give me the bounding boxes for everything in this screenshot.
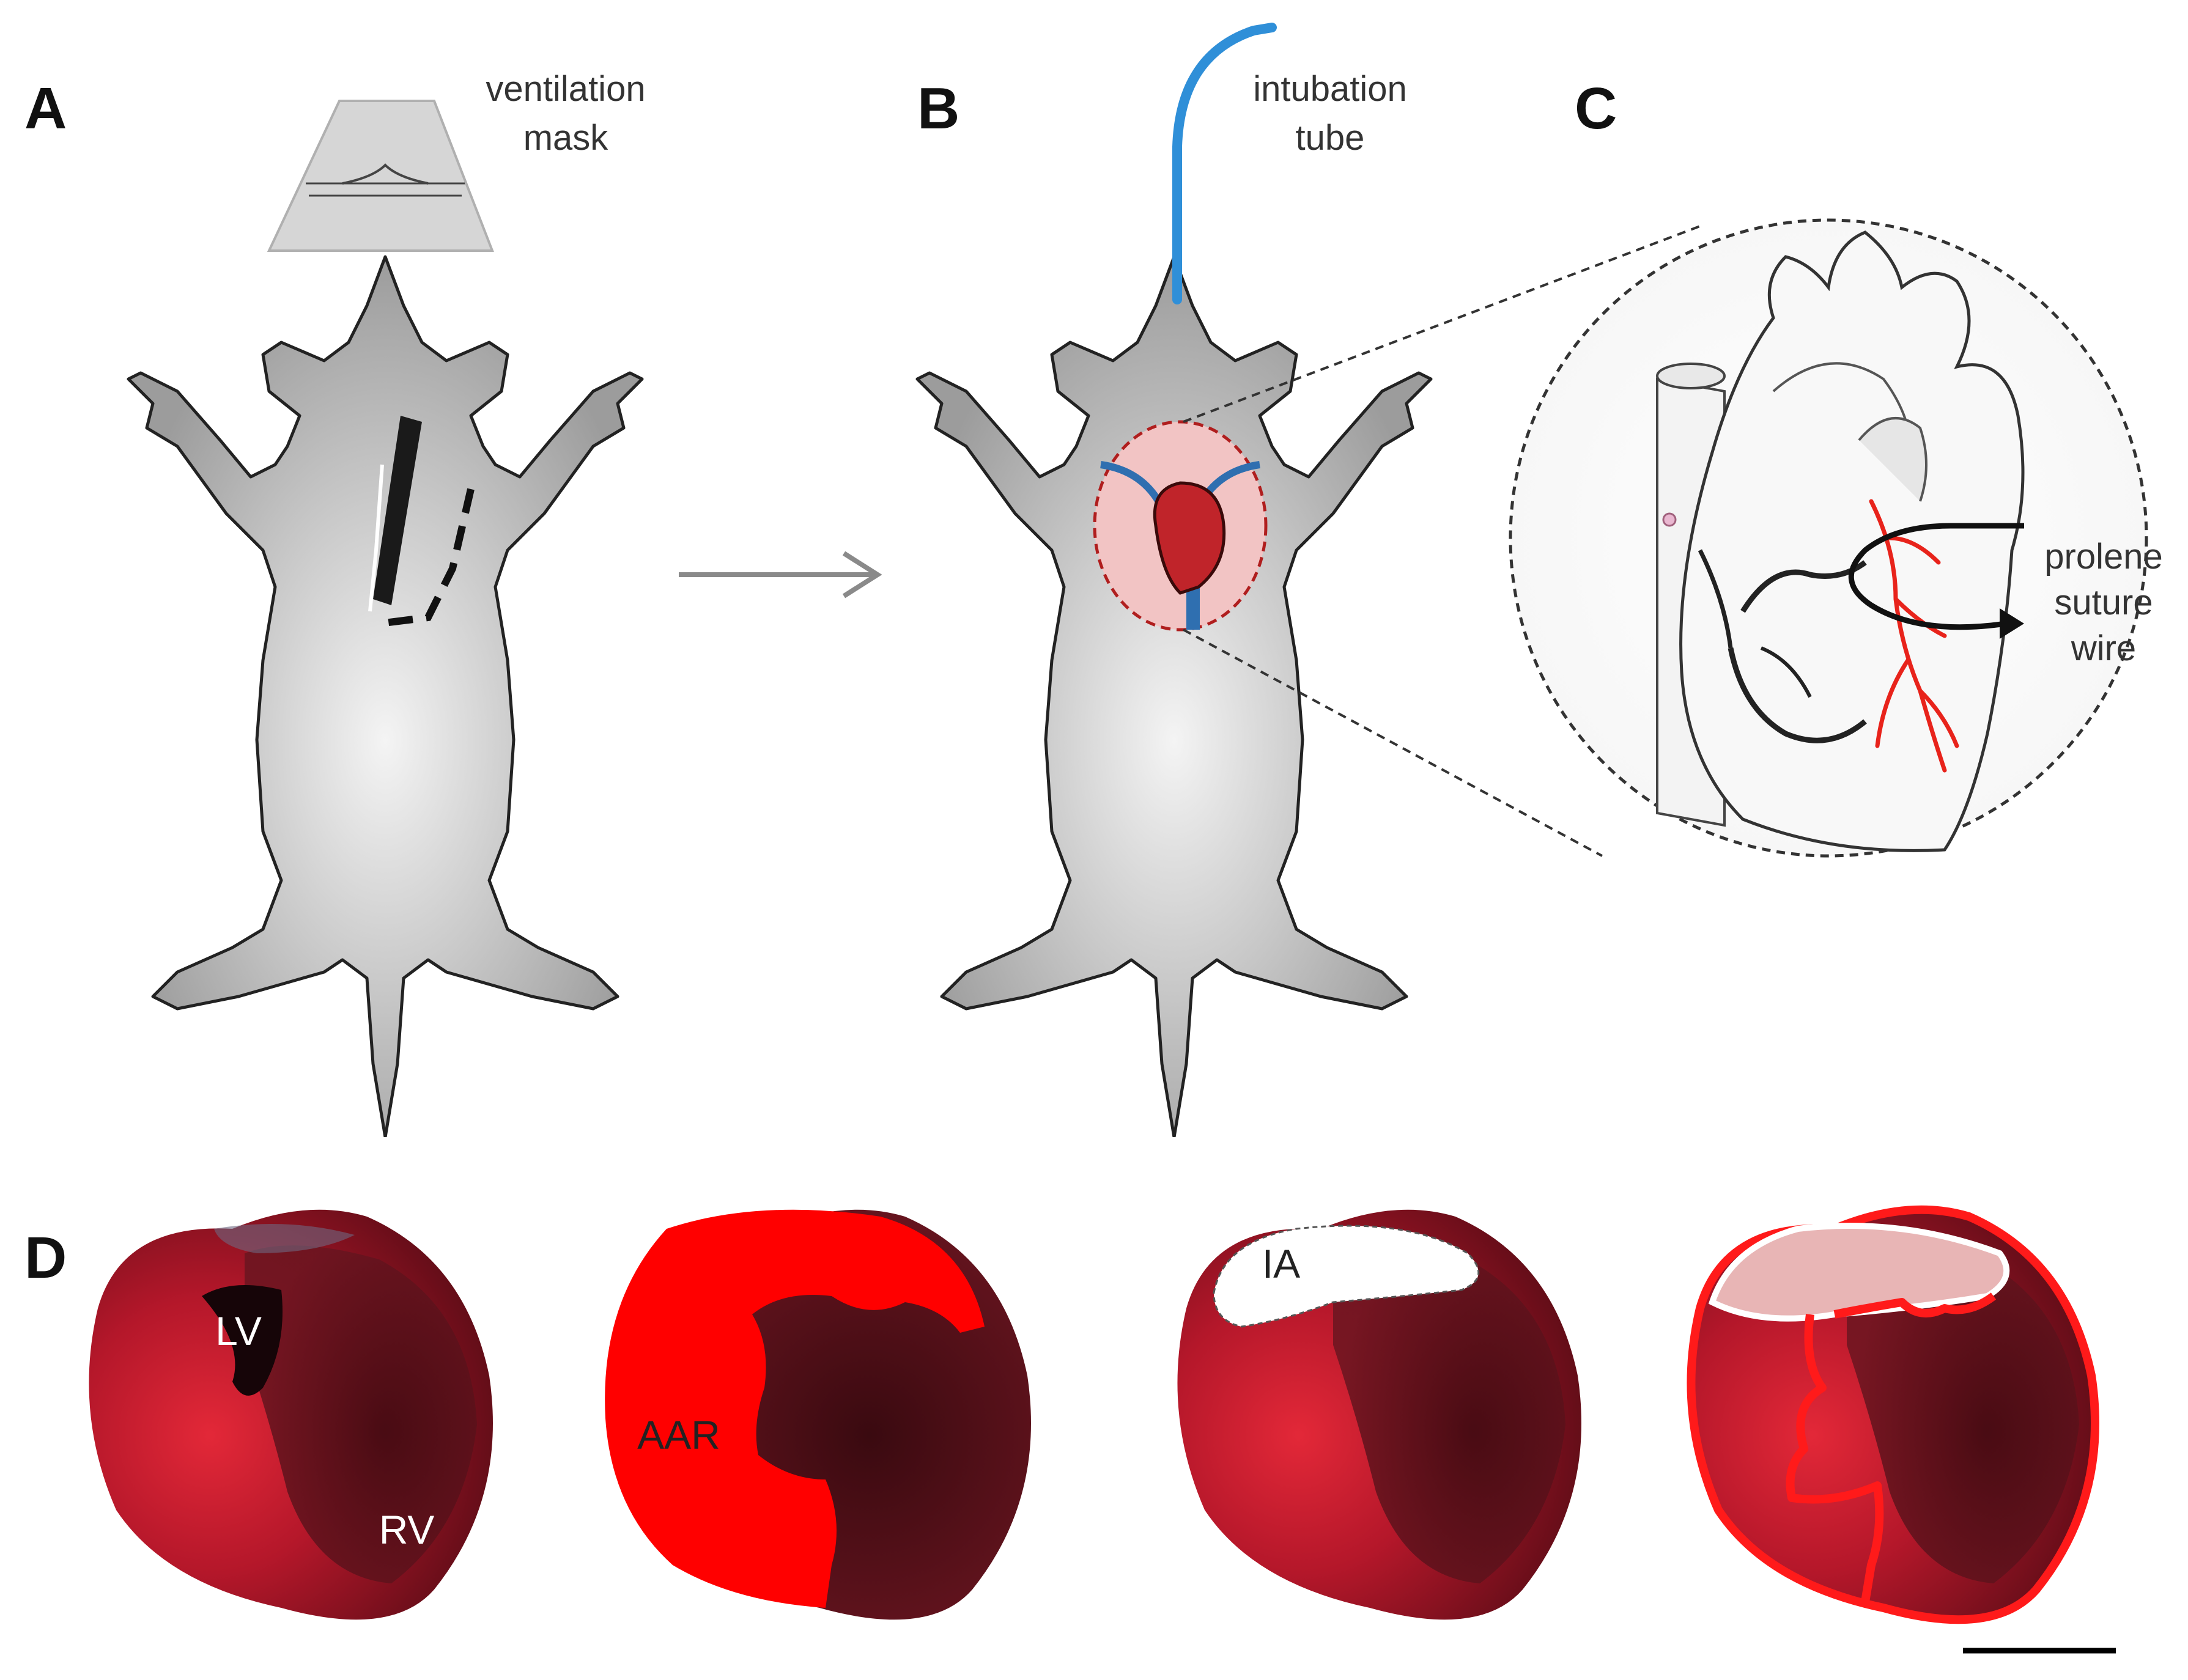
intubation-tube-label-line2: tube: [1296, 118, 1365, 158]
panel-b-letter: B: [917, 76, 959, 141]
heart-slice-4: [1687, 1205, 2099, 1624]
intubation-tube-label-line1: intubation: [1253, 69, 1407, 109]
heart-slice-2: [605, 1209, 1031, 1620]
ventilation-mask-label-line2: mask: [523, 118, 609, 158]
aar-label: AAR: [637, 1412, 720, 1457]
area-at-risk-overlay: [605, 1209, 985, 1608]
suture-label-line3: wire: [2071, 628, 2136, 668]
mouse-body-a: [128, 257, 642, 1137]
ventilation-mask: [267, 100, 494, 252]
ventilation-mask-label-line1: ventilation: [486, 69, 645, 109]
infarct-area-overlay: [1213, 1225, 1480, 1328]
red-artery: [1869, 499, 1959, 773]
zoom-line-top: [1183, 225, 1701, 423]
zoom-line-bottom: [1183, 628, 1603, 857]
heart-illustration: [1656, 230, 2025, 852]
suture-loop: [1848, 523, 2024, 639]
heart-slice-1: [89, 1209, 493, 1620]
rv-label: RV: [379, 1507, 435, 1552]
scissors-icon: [368, 416, 475, 627]
panel-d-letter: D: [24, 1225, 67, 1291]
area-at-risk-outline: [1786, 1292, 1997, 1603]
panel-a-letter: A: [24, 76, 67, 141]
intubation-tube: [1172, 23, 1277, 304]
chest-opening: [1093, 420, 1268, 632]
heart-slice-3: [1177, 1209, 1581, 1620]
panel-c-letter: C: [1575, 76, 1617, 141]
suture-label-line1: prolene: [2044, 537, 2162, 577]
right-arrow-icon: [679, 551, 882, 599]
mouse-body-b: [917, 257, 1431, 1137]
suture-label-line2: suture: [2054, 583, 2153, 622]
lv-label: LV: [215, 1308, 262, 1354]
ia-label: IA: [1262, 1241, 1300, 1286]
